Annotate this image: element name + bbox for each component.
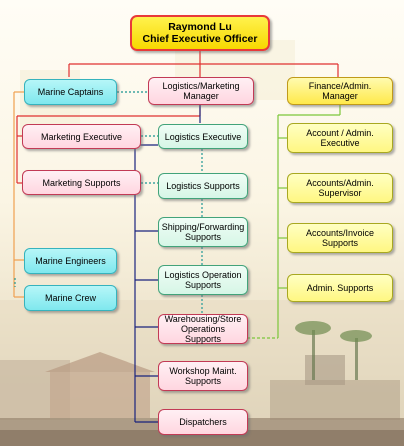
box-marketing-supports: Marketing Supports	[22, 170, 141, 195]
box-finance-admin-manager: Finance/Admin. Manager	[287, 77, 393, 105]
box-admin-supports: Admin. Supports	[287, 274, 393, 302]
dotted-connectors	[14, 91, 203, 314]
ceo-title: Chief Executive Officer	[142, 33, 258, 45]
box-warehousing-store-supports: Warehousing/Store Operations Supports	[158, 314, 248, 344]
box-account-admin-executive: Account / Admin. Executive	[287, 123, 393, 153]
box-logistics-executive: Logistics Executive	[158, 124, 248, 149]
box-logistics-marketing-manager: Logistics/Marketing Manager	[148, 77, 254, 105]
box-marine-engineers: Marine Engineers	[24, 248, 117, 274]
marine-connectors	[13, 91, 24, 298]
box-logistics-operation-supports: Logistics Operation Supports	[158, 265, 248, 295]
box-dispatchers: Dispatchers	[158, 409, 248, 435]
box-logistics-supports: Logistics Supports	[158, 173, 248, 199]
finance-connectors	[277, 104, 341, 338]
ceo-connectors	[68, 50, 339, 77]
ceo-name: Raymond Lu	[168, 21, 232, 33]
ceo-box: Raymond Lu Chief Executive Officer	[130, 15, 270, 51]
box-workshop-maint-supports: Workshop Maint. Supports	[158, 361, 248, 391]
box-accounts-admin-supervisor: Accounts/Admin. Supervisor	[287, 173, 393, 203]
box-marketing-executive: Marketing Executive	[22, 124, 141, 149]
box-accounts-invoice-supports: Accounts/Invoice Supports	[287, 223, 393, 253]
box-marine-captains: Marine Captains	[24, 79, 117, 105]
box-shipping-forwarding-supports: Shipping/Forwarding Supports	[158, 217, 248, 247]
box-marine-crew: Marine Crew	[24, 285, 117, 311]
